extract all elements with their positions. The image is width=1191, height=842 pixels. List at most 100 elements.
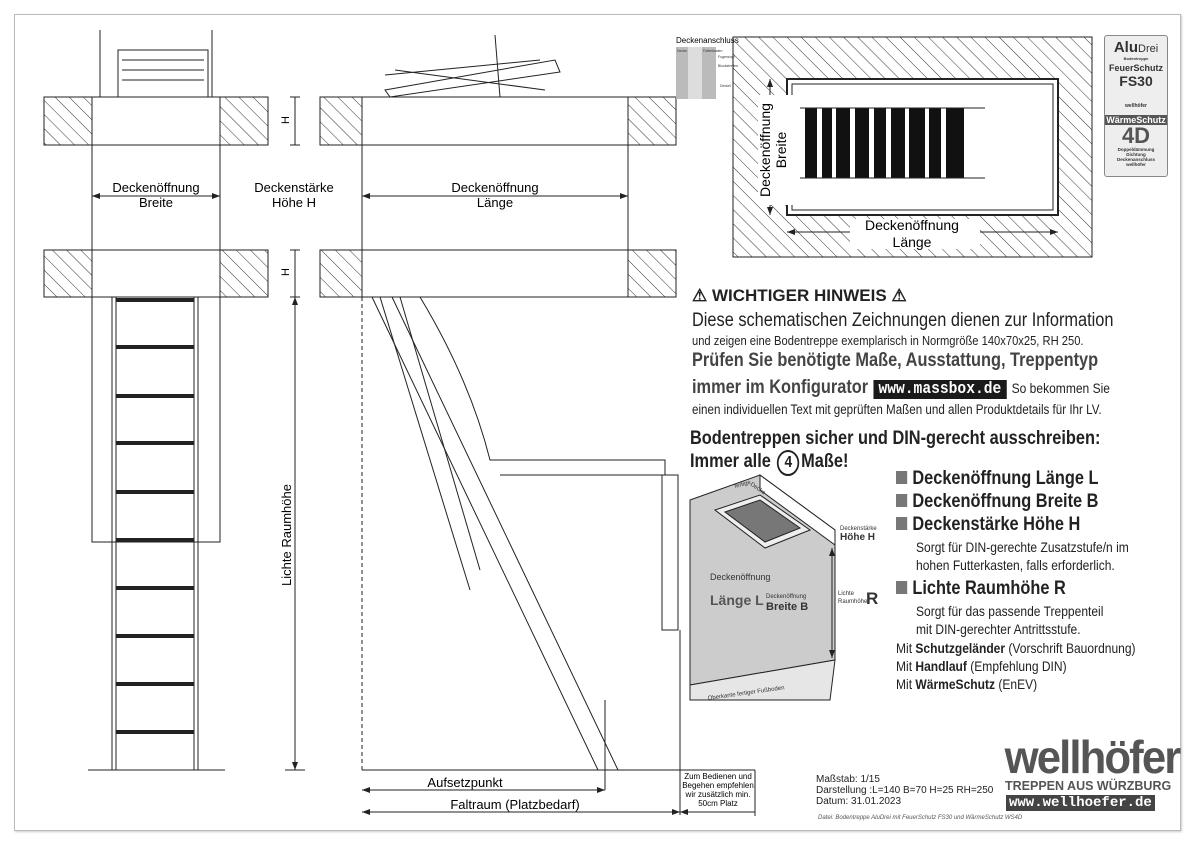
page-frame xyxy=(14,14,1181,831)
extra-pre: Mit xyxy=(896,658,913,674)
warning-icon: ⚠ xyxy=(891,286,907,305)
extra-space-line: wir zusätzlich min. xyxy=(685,790,751,799)
logo-tagline: TREPPEN AUS WÜRZBURG xyxy=(1005,779,1172,793)
wellhoefer-logo: wellhöfer xyxy=(1004,731,1182,783)
measure-note: Sorgt für DIN-gerechte Zusatzstufe/n im xyxy=(916,539,1129,555)
headline-text: Immer alle xyxy=(690,451,771,472)
part-label: Fugenzopf xyxy=(718,55,735,59)
ill-label: R xyxy=(866,589,878,608)
square-bullet-icon xyxy=(896,471,908,484)
h-label-top: H xyxy=(280,116,292,124)
ceiling-slab-bottom xyxy=(43,249,677,298)
illustration-labels: fertige Decke Deckenstärke Höhe H Decken… xyxy=(707,480,878,702)
h-label-bottom: H xyxy=(280,268,292,276)
badge-brand: Alu xyxy=(1113,39,1138,56)
extra-bold: WärmeSchutz xyxy=(915,676,996,692)
wellhoefer-link[interactable]: www.wellhoefer.de xyxy=(1006,795,1155,811)
badge-sub: Bodentreppe xyxy=(1123,56,1149,61)
notice-line: einen individuellen Text mit geprüften M… xyxy=(692,402,1102,417)
notice-text: immer im Konfigurator xyxy=(692,377,869,398)
front-view-ladder xyxy=(88,296,225,771)
extra-space-note: Zum Bedienen und Begehen empfehlen wir z… xyxy=(682,772,754,808)
ill-label: Raumhöhe xyxy=(838,599,868,605)
measure-length: Deckenöffnung Länge L xyxy=(896,468,1098,490)
extra-item: Mit Handlauf (Empfehlung DIN) xyxy=(896,658,1067,674)
opening-width-sublabel: Breite xyxy=(139,195,173,210)
thermal-badge-line: Deckenanschluss xyxy=(1116,157,1156,162)
room-height-label: Lichte Raumhöhe xyxy=(279,484,294,586)
room-illustration xyxy=(689,474,836,701)
extra-item: Mit WärmeSchutz (EnEV) xyxy=(896,676,1037,692)
thermal-badge-line: Doppeldämmung xyxy=(1117,147,1155,152)
display-text: Darstellung :L=140 B=70 H=25 RH=250 xyxy=(816,785,994,796)
measure-room-height: Lichte Raumhöhe R xyxy=(896,578,1066,600)
part-label: Blockstreifen xyxy=(718,64,738,68)
thermal-badge-line: Dichtung xyxy=(1126,152,1146,157)
fire-badge-title: FeuerSchutz xyxy=(1108,63,1163,73)
extra-post: (Empfehlung DIN) xyxy=(970,658,1067,674)
thickness-sublabel: Höhe H xyxy=(272,195,316,210)
extra-space-line: 50cm Platz xyxy=(698,799,738,808)
square-bullet-icon xyxy=(896,581,908,594)
extra-space-line: Zum Bedienen und xyxy=(684,772,752,781)
opening-width-label: Deckenöffnung xyxy=(112,180,199,195)
extra-post: (EnEV) xyxy=(998,676,1038,692)
circled-number: 4 xyxy=(777,450,800,476)
headline-text: Maße! xyxy=(801,451,849,472)
aludrei-badge: AluDrei Bodentreppe FeuerSchutz FS30 wel… xyxy=(1104,35,1168,177)
fire-badge-rating: FS30 xyxy=(1119,73,1153,89)
square-bullet-icon xyxy=(896,517,908,530)
notice-text: So bekommen Sie xyxy=(1011,380,1111,396)
notice-line: und zeigen eine Bodentreppe exemplarisch… xyxy=(692,333,1084,348)
landing-point-label: Aufsetzpunkt xyxy=(427,775,503,790)
ill-label: Höhe H xyxy=(840,532,875,543)
notice-line: Diese schematischen Zeichnungen dienen z… xyxy=(692,310,1114,331)
room-height-dimension xyxy=(285,297,305,771)
folding-space-label: Faltraum (Platzbedarf) xyxy=(450,797,579,812)
thermal-badge-rating: 4D xyxy=(1121,123,1151,148)
measure-title: Deckenstärke Höhe H xyxy=(912,514,1081,535)
extra-space-line: Begehen empfehlen xyxy=(682,781,754,790)
extra-pre: Mit xyxy=(896,676,913,692)
badge-suffix: Drei xyxy=(1138,43,1159,55)
ill-label: Lichte xyxy=(838,591,855,597)
notice-line-bold: Prüfen Sie benötigte Maße, Ausstattung, … xyxy=(692,350,1099,371)
side-view-ladder xyxy=(361,296,681,815)
thermal-badge-title: WärmeSchutz xyxy=(1105,115,1167,125)
fire-badge-footer: wellhöfer xyxy=(1125,103,1147,109)
notice-heading: ⚠ WICHTIGER HINWEIS ⚠ xyxy=(692,286,907,306)
plan-width-sublabel: Breite xyxy=(773,132,789,169)
thickness-label: Deckenstärke xyxy=(254,180,333,195)
ill-label: Breite B xyxy=(766,601,808,613)
extra-bold: Schutzgeländer xyxy=(915,640,1006,656)
connection-detail: Deckenanschluss Decke Futterkasten Fugen… xyxy=(676,36,739,99)
notice-heading-text: WICHTIGER HINWEIS xyxy=(711,286,887,305)
dimension-lines xyxy=(91,145,629,250)
h-dimension xyxy=(290,96,300,298)
date-text: Datum: 31.01.2023 xyxy=(816,796,902,807)
extra-item: Mit Schutzgeländer (Vorschrift Bauordnun… xyxy=(896,640,1136,656)
measure-note: hohen Futterkasten, falls erforderlich. xyxy=(916,557,1115,573)
opening-length-sublabel: Länge xyxy=(477,195,513,210)
scale-text: Maßstab: 1/15 xyxy=(816,774,880,785)
plan-length-sublabel: Länge xyxy=(893,234,932,250)
extra-bold: Handlauf xyxy=(915,658,967,674)
measure-thickness: Deckenstärke Höhe H xyxy=(896,514,1080,536)
warning-icon: ⚠ xyxy=(692,286,708,305)
extra-pre: Mit xyxy=(896,640,913,656)
part-label: Futterkasten xyxy=(703,49,723,53)
massbox-link[interactable]: www.massbox.de xyxy=(873,380,1007,399)
measure-title: Deckenöffnung Länge L xyxy=(912,468,1099,489)
square-bullet-icon xyxy=(896,494,908,507)
ill-label: Deckenöffnung xyxy=(710,572,770,582)
opening-length-label: Deckenöffnung xyxy=(451,180,538,195)
measure-width: Deckenöffnung Breite B xyxy=(896,491,1098,513)
ill-label: Deckenstärke xyxy=(840,526,877,532)
measure-title: Lichte Raumhöhe R xyxy=(912,578,1066,599)
measure-note: Sorgt für das passende Treppenteil xyxy=(916,603,1104,619)
extra-post: (Vorschrift Bauordnung) xyxy=(1008,640,1136,656)
plan-width-label: Deckenöffnung xyxy=(757,103,773,197)
